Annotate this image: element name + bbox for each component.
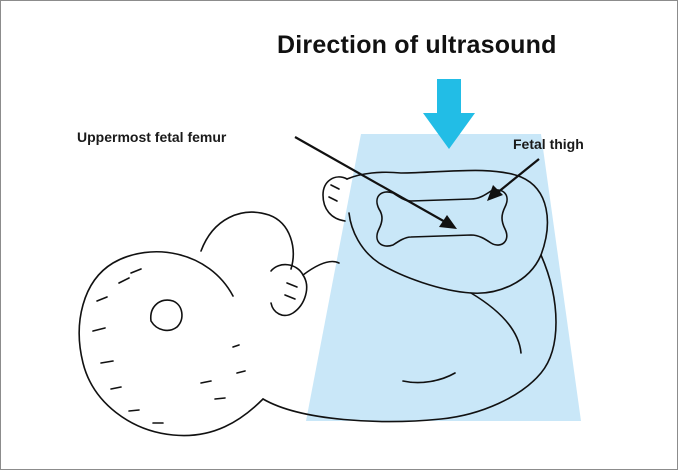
fetal-face <box>151 300 182 330</box>
fetal-head <box>79 252 263 436</box>
fetal-arm <box>201 212 293 269</box>
fetal-foot <box>323 177 347 221</box>
diagram-title: Direction of ultrasound <box>277 31 557 60</box>
fetal-hand <box>271 265 307 316</box>
label-uppermost-fetal-femur: Uppermost fetal femur <box>77 129 226 145</box>
label-fetal-thigh: Fetal thigh <box>513 136 584 152</box>
